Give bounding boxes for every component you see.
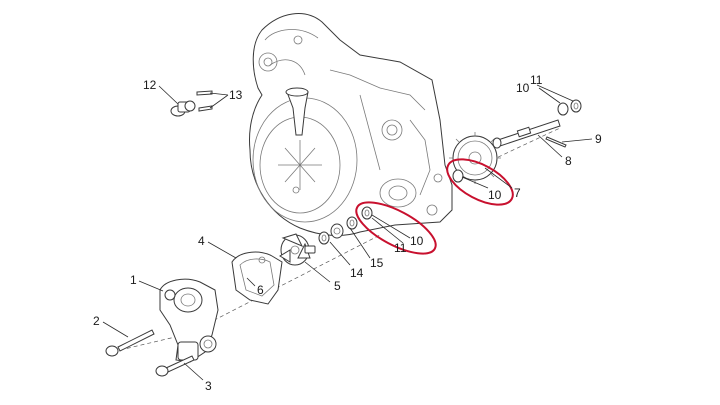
highlight-rings	[355, 158, 514, 255]
callout-5: 5	[334, 279, 341, 293]
pump-shaft	[492, 119, 561, 149]
callout-1: 1	[130, 273, 137, 287]
callout-15: 15	[370, 256, 384, 270]
engine-cover	[249, 13, 453, 236]
callout-6: 6	[257, 283, 264, 297]
callout-10-upper: 10	[516, 81, 530, 95]
o-rings-lower	[361, 206, 373, 220]
spring-clips	[196, 90, 213, 112]
callout-labels: 1 2 3 4 5 6 7 8 9 10 11 10 11 10 12 13 1…	[93, 73, 602, 393]
impeller	[279, 233, 316, 266]
callout-9: 9	[595, 132, 602, 146]
callout-12: 12	[143, 78, 157, 92]
seal-washers	[318, 216, 358, 245]
callout-11-lower: 11	[394, 241, 407, 255]
o-rings-upper	[557, 99, 582, 116]
callout-7: 7	[514, 186, 521, 200]
water-pump-housing	[159, 278, 219, 363]
highlight-ellipse-lower	[355, 201, 437, 255]
callout-2: 2	[93, 314, 100, 328]
callout-10-lower: 10	[410, 234, 424, 248]
highlight-ellipse-upper	[446, 158, 514, 206]
callout-4: 4	[198, 234, 205, 248]
callout-14: 14	[350, 266, 364, 280]
callout-10-right: 10	[488, 188, 502, 202]
callout-13: 13	[229, 88, 243, 102]
long-bolt	[105, 329, 155, 357]
leader-lines	[102, 84, 593, 381]
pump-gasket	[231, 251, 283, 305]
callout-11-upper: 11	[530, 73, 543, 87]
drain-screw	[170, 100, 196, 117]
drive-gear	[449, 132, 501, 184]
callout-3: 3	[205, 379, 212, 393]
short-bolt	[155, 355, 195, 377]
drive-pin	[545, 136, 567, 148]
callout-8: 8	[565, 154, 572, 168]
